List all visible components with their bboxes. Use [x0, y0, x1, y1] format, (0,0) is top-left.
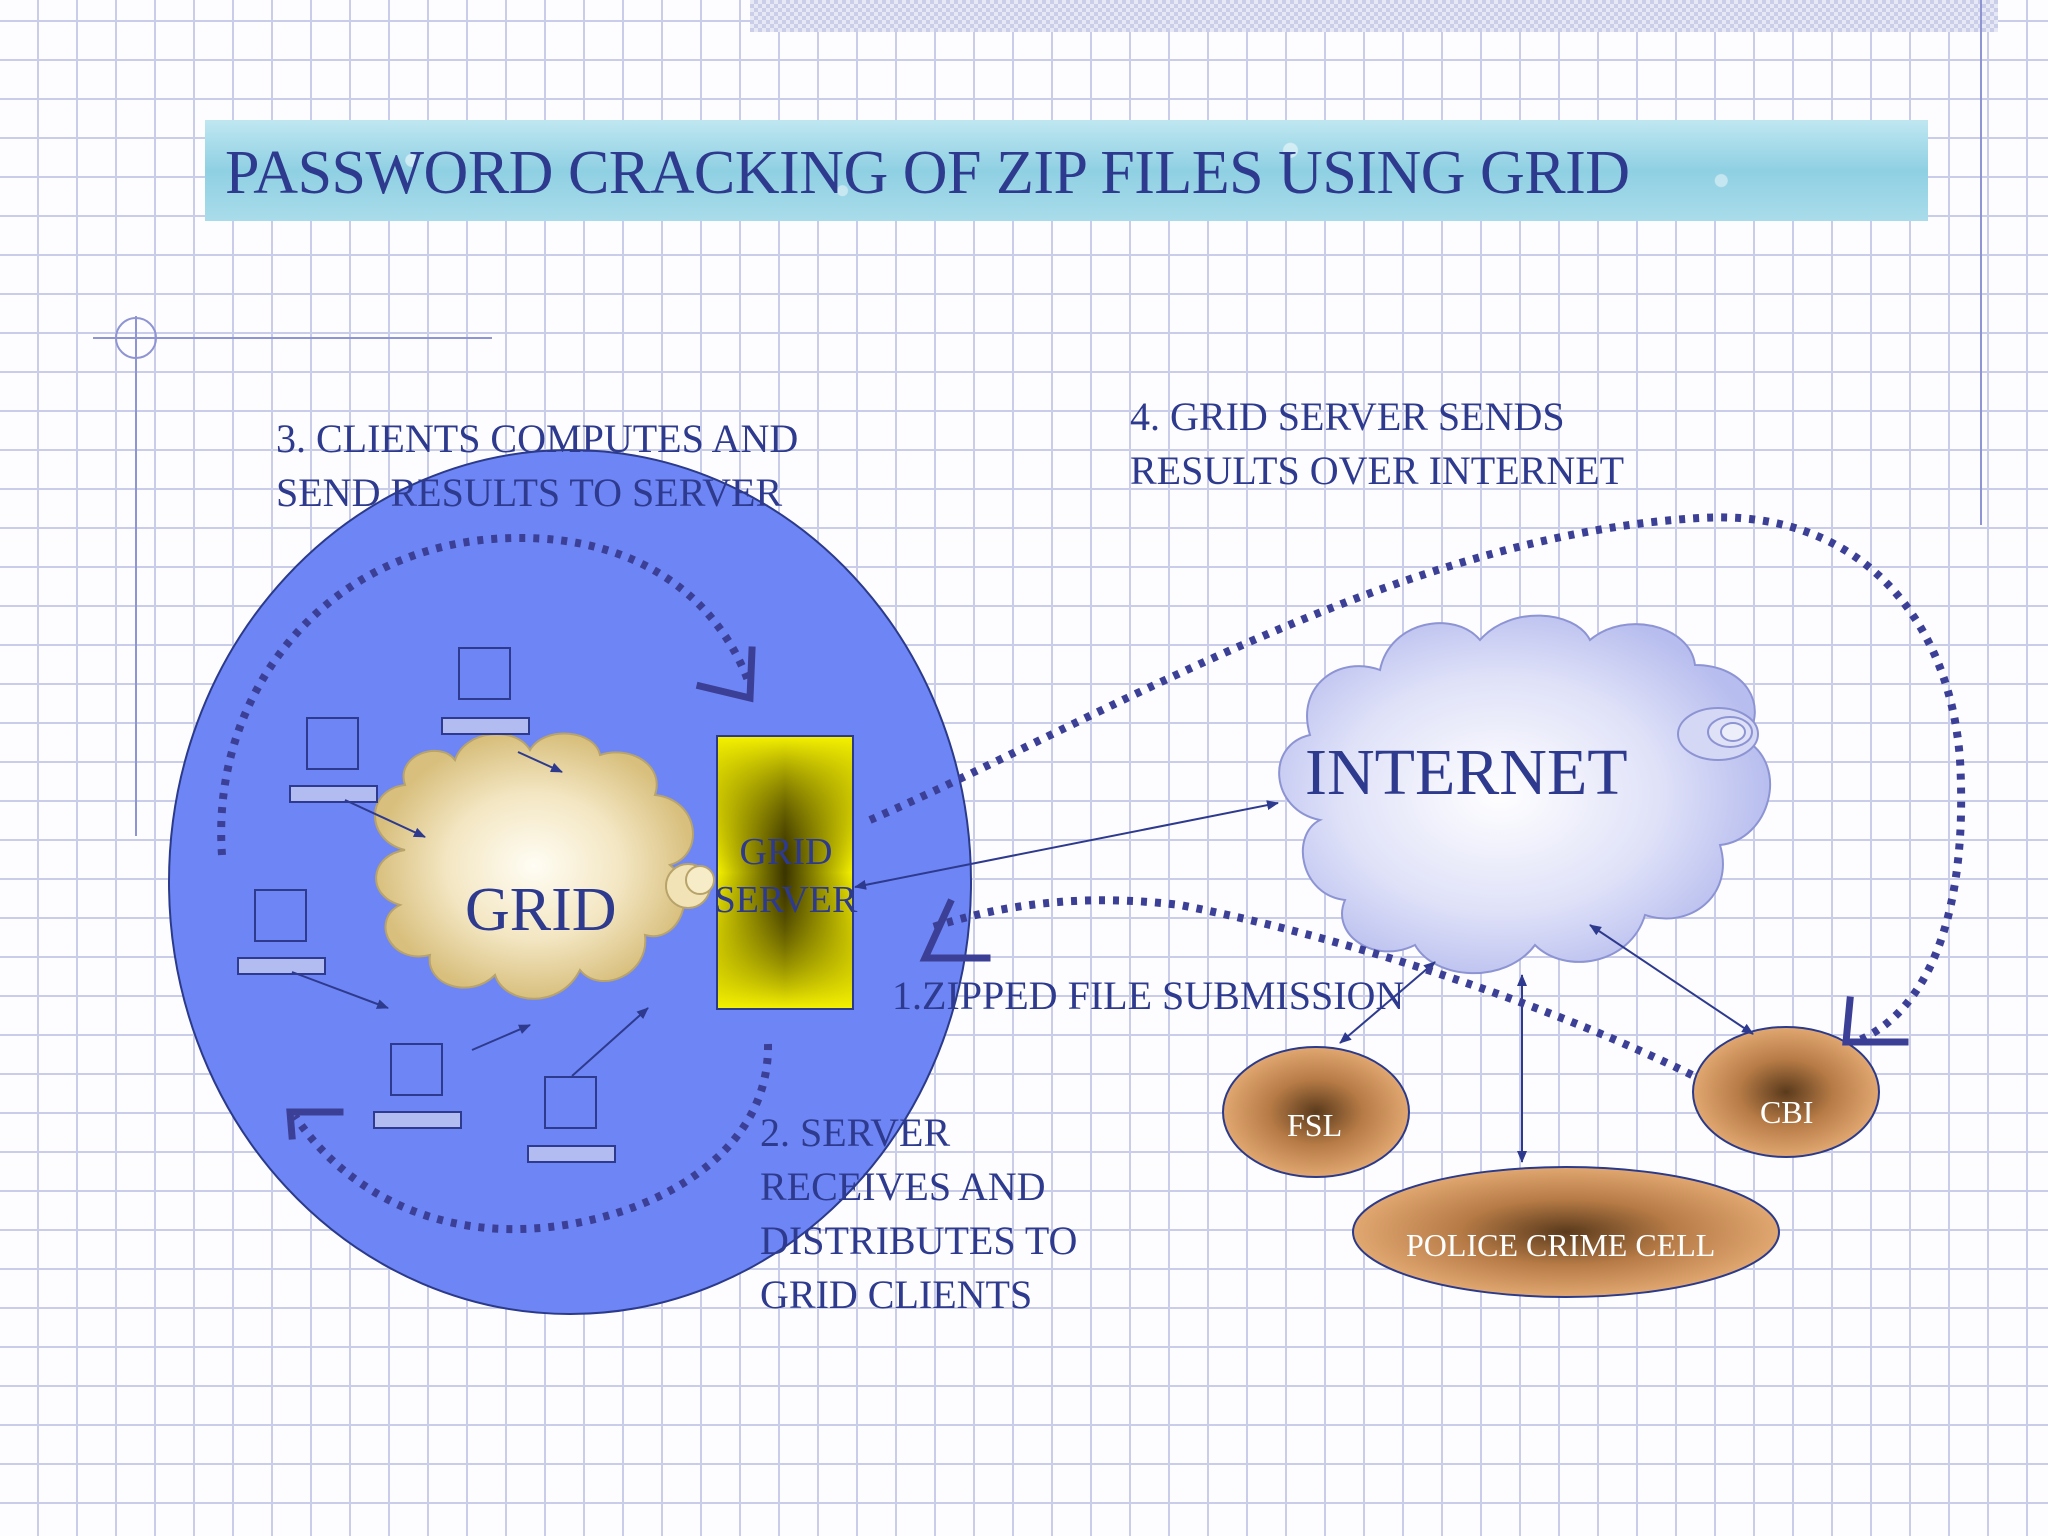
grid-label: GRID: [465, 876, 617, 944]
step2-label: 2. SERVER RECEIVES AND DISTRIBUTES TO GR…: [760, 1110, 1078, 1317]
client-grid-arrows: [291, 751, 649, 1077]
cbi-label: CBI: [1760, 1094, 1814, 1130]
step4-label: 4. GRID SERVER SENDS RESULTS OVER INTERN…: [1130, 394, 1625, 493]
top-pattern-band: [750, 0, 1998, 32]
fsl-node: [1222, 1046, 1410, 1178]
fsl-label: FSL: [1287, 1107, 1343, 1143]
margin-crosshair: [93, 316, 492, 836]
grid-server-label: GRID SERVER: [714, 831, 858, 921]
client-computer-icon: [373, 1043, 462, 1129]
internet-cloud-icon: [1278, 614, 1771, 975]
slide-title: PASSWORD CRACKING OF ZIP FILES USING GRI…: [225, 139, 1630, 207]
step3-label: 3. CLIENTS COMPUTES AND SEND RESULTS TO …: [276, 416, 799, 515]
title-banner: [205, 120, 1928, 221]
client-computer-icon: [289, 717, 378, 803]
police-crime-cell-node: [1352, 1166, 1780, 1298]
step1-label: 1.ZIPPED FILE SUBMISSION: [892, 973, 1405, 1018]
internet-links: [854, 800, 1754, 1163]
process-flow-arrows: [217, 513, 1966, 1234]
cbi-node: [1692, 1026, 1880, 1158]
internet-label: INTERNET: [1305, 736, 1628, 809]
police-crime-cell-label: POLICE CRIME CELL: [1406, 1227, 1716, 1263]
client-computer-icon: [237, 889, 326, 975]
client-computer-icon: [527, 1076, 616, 1163]
right-divider-line: [1980, 0, 1982, 525]
grid-server-box: [716, 735, 854, 1010]
arrow-icon: [286, 646, 1909, 1140]
client-computer-icon: [441, 647, 530, 735]
grid-cloud-icon: [374, 732, 715, 1000]
